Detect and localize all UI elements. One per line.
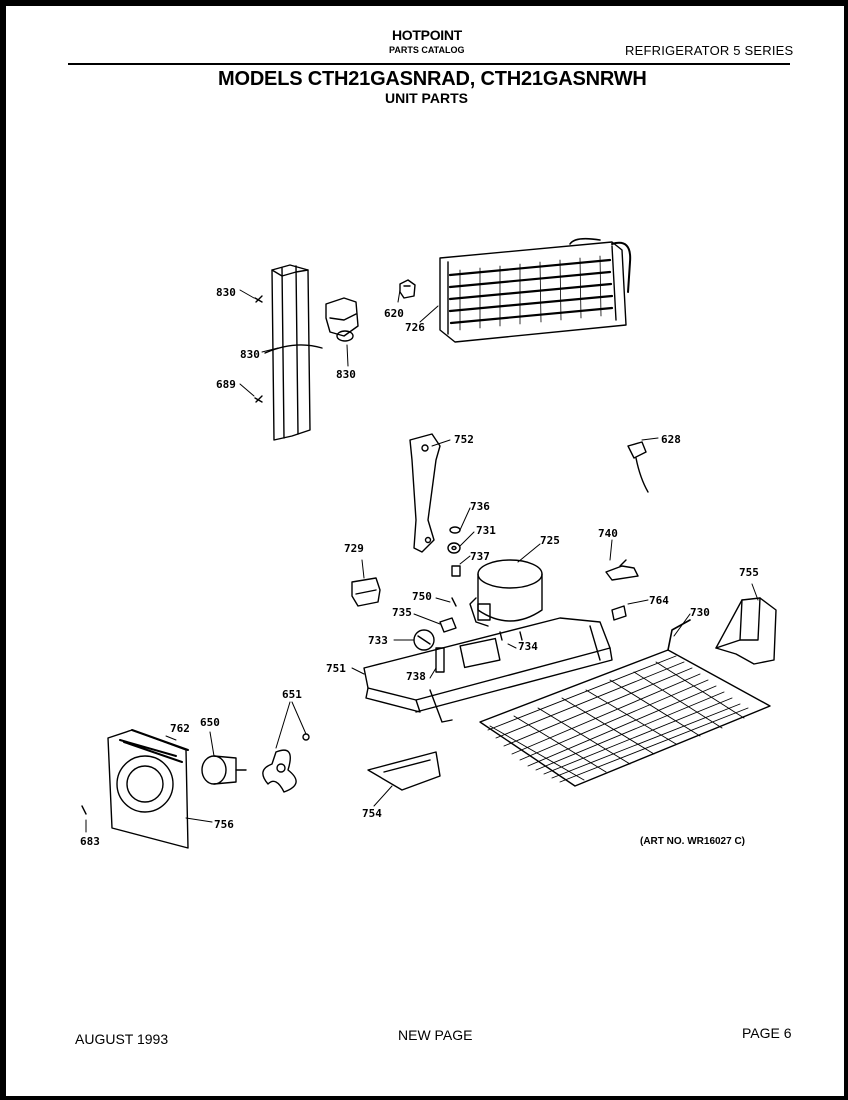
frame-top — [0, 0, 848, 6]
label-830a: 830 — [216, 286, 236, 299]
series-label: REFRIGERATOR 5 SERIES — [625, 43, 794, 58]
footer-date: AUGUST 1993 — [75, 1031, 169, 1047]
label-756: 756 — [214, 818, 234, 831]
condenser-coil — [439, 237, 632, 343]
section-title: UNIT PARTS — [385, 90, 468, 106]
compressor-base — [363, 617, 613, 723]
label-735: 735 — [392, 606, 412, 619]
part-750 — [451, 597, 457, 607]
frame-left — [0, 0, 6, 1100]
part-735-clip — [439, 617, 457, 633]
grommet-737 — [451, 565, 461, 577]
label-830c: 830 — [336, 368, 356, 381]
label-650: 650 — [200, 716, 220, 729]
part-764-clip — [611, 605, 627, 621]
label-730: 730 — [690, 606, 710, 619]
part-740-clamp — [605, 559, 639, 581]
label-751: 751 — [326, 662, 346, 675]
header-rule — [68, 63, 790, 65]
art-number: (ART NO. WR16027 C) — [640, 836, 746, 847]
bracket-755 — [715, 597, 777, 665]
models-title: MODELS CTH21GASNRAD, CTH21GASNRWH — [218, 68, 647, 90]
label-738: 738 — [406, 670, 426, 683]
label-764: 764 — [649, 594, 669, 607]
label-755: 755 — [739, 566, 759, 579]
grommet-736 — [449, 526, 461, 534]
label-620: 620 — [384, 307, 404, 320]
label-737: 737 — [470, 550, 490, 563]
label-752: 752 — [454, 433, 474, 446]
label-731: 731 — [476, 524, 496, 537]
footer-page: PAGE 6 — [742, 1025, 792, 1041]
condenser-grid — [479, 619, 771, 787]
frame-bottom — [0, 1096, 848, 1100]
part-620-bracket — [399, 279, 416, 299]
label-734: 734 — [518, 640, 538, 653]
label-733: 733 — [368, 634, 388, 647]
brand-title: HOTPOINT — [392, 27, 462, 43]
screw-830 — [254, 295, 263, 303]
footer-status: NEW PAGE — [398, 1027, 473, 1043]
label-750: 750 — [412, 590, 432, 603]
part-733-capacitor — [413, 629, 435, 651]
screw-689 — [254, 395, 263, 403]
label-651: 651 — [282, 688, 302, 701]
screw-683 — [81, 805, 87, 815]
divider-channel — [264, 264, 323, 441]
label-689: 689 — [216, 378, 236, 391]
label-740: 740 — [598, 527, 618, 540]
label-683: 683 — [80, 835, 100, 848]
label-725: 725 — [540, 534, 560, 547]
label-736: 736 — [470, 500, 490, 513]
part-754-shelf — [367, 751, 441, 791]
part-729-relay — [351, 577, 381, 607]
frame-right — [844, 0, 848, 1100]
part-628-harness — [627, 441, 649, 493]
grommet-731 — [447, 542, 461, 554]
catalog-label: PARTS CATALOG — [389, 45, 465, 55]
label-729: 729 — [344, 542, 364, 555]
label-762: 762 — [170, 722, 190, 735]
label-726: 726 — [405, 321, 425, 334]
fan-shroud — [107, 729, 189, 849]
leader-lines — [85, 289, 759, 833]
bracket-752 — [409, 433, 441, 553]
label-830b: 830 — [240, 348, 260, 361]
compressor — [469, 559, 543, 641]
label-754: 754 — [362, 807, 382, 820]
label-628: 628 — [661, 433, 681, 446]
part-830-bracket — [325, 297, 359, 342]
fan-blade — [262, 733, 310, 793]
fan-motor — [201, 755, 247, 785]
